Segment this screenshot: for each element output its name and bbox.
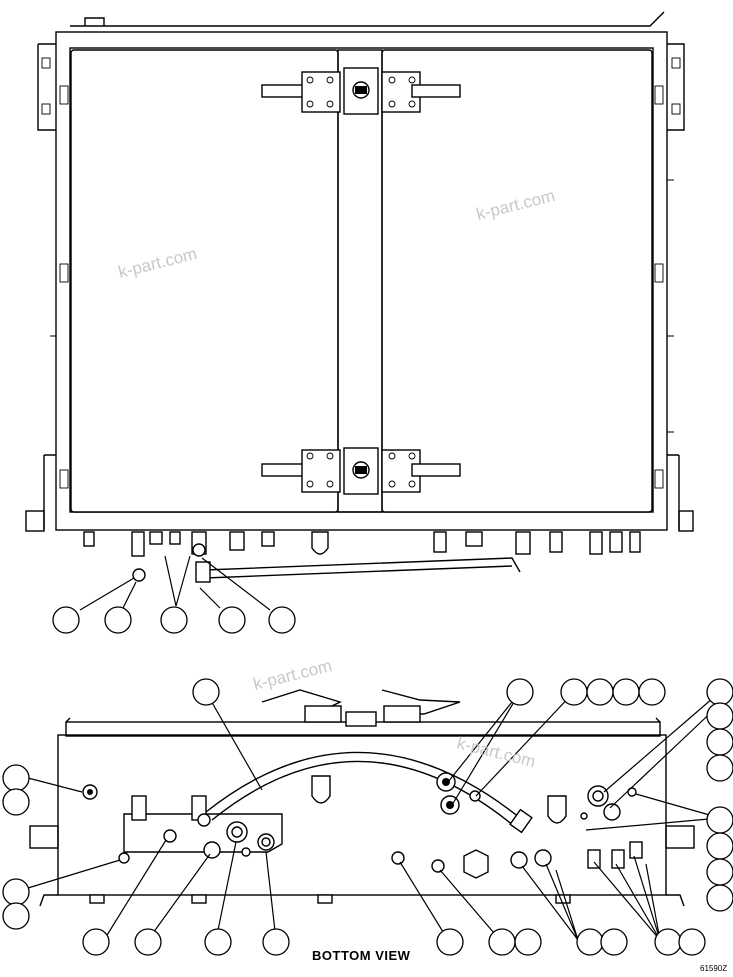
callout xyxy=(82,928,110,956)
top-view-callouts xyxy=(52,606,296,634)
latch-top xyxy=(261,67,461,115)
top-view xyxy=(25,11,694,634)
bottom-fittings-top-view xyxy=(83,531,641,583)
callout xyxy=(160,606,188,634)
callout xyxy=(104,606,132,634)
view-label: BOTTOM VIEW xyxy=(312,948,411,963)
callout xyxy=(2,902,30,930)
callout xyxy=(2,878,30,906)
callout xyxy=(52,606,80,634)
callout xyxy=(586,678,614,706)
callout xyxy=(706,832,733,860)
callout xyxy=(514,928,542,956)
callout xyxy=(134,928,162,956)
callout xyxy=(600,928,628,956)
callout xyxy=(612,678,640,706)
callout xyxy=(218,606,246,634)
callout xyxy=(576,928,604,956)
callout xyxy=(2,788,30,816)
callout xyxy=(706,884,733,912)
callout xyxy=(706,806,733,834)
bottom-view xyxy=(2,678,733,956)
callout xyxy=(268,606,296,634)
callout xyxy=(706,858,733,886)
callout xyxy=(706,728,733,756)
callout xyxy=(560,678,588,706)
callout xyxy=(2,764,30,792)
callout xyxy=(204,928,232,956)
callout xyxy=(706,754,733,782)
callout xyxy=(654,928,682,956)
latch-bottom xyxy=(261,447,461,495)
figure-id: 61590Z xyxy=(700,964,728,973)
callout xyxy=(638,678,666,706)
watermark: k-part.com xyxy=(251,656,334,694)
bottom-view-callouts xyxy=(2,678,733,956)
callout xyxy=(706,678,733,706)
callout xyxy=(706,702,733,730)
callout xyxy=(506,678,534,706)
watermark: k-part.com xyxy=(455,733,538,771)
callout xyxy=(192,678,220,706)
callout xyxy=(436,928,464,956)
callout xyxy=(262,928,290,956)
callout xyxy=(488,928,516,956)
callout xyxy=(678,928,706,956)
